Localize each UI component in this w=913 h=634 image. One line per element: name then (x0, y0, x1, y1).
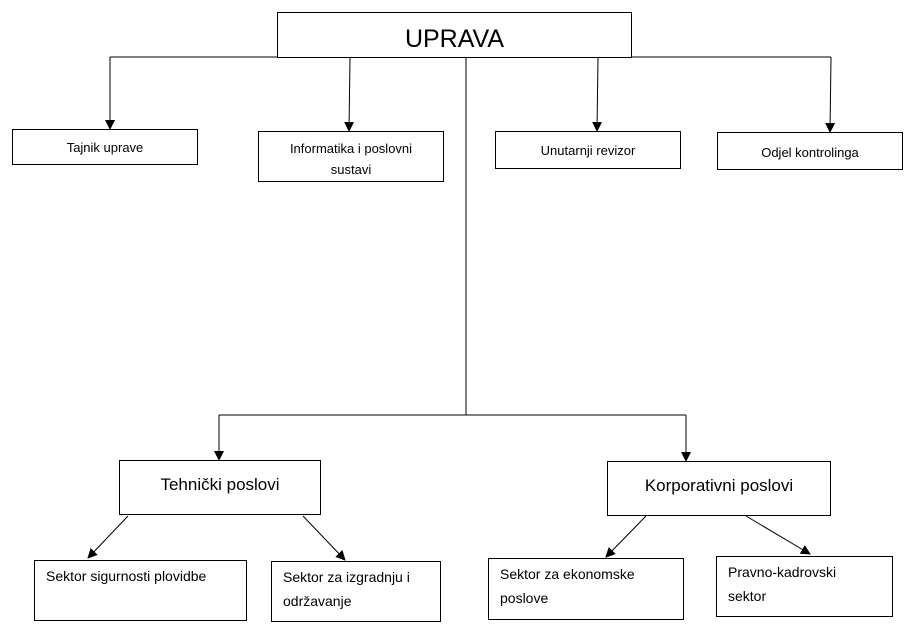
uprava-box: UPRAVA (277, 12, 632, 58)
tehnicki-poslovi-box: Tehnički poslovi (119, 460, 321, 515)
odjel-kontrolinga-box: Odjel kontrolinga (717, 132, 903, 170)
sektor-sigurnosti-label: Sektor sigurnosti plovidbe (46, 568, 207, 584)
tajnik-uprave-label: Tajnik uprave (66, 140, 144, 155)
informatika-label: Informatika i poslovni sustavi (289, 141, 413, 178)
sektor-ekonomske-label: Sektor za ekonomske poslove (500, 566, 635, 606)
korporativni-poslovi-box: Korporativni poslovi (607, 461, 831, 516)
sektor-sigurnosti-box: Sektor sigurnosti plovidbe (34, 560, 247, 621)
unutarnji-revizor-label: Unutarnji revizor (540, 143, 636, 158)
arrow-to-pravno-kadrovski (745, 515, 811, 555)
korporativni-poslovi-label: Korporativni poslovi (644, 476, 794, 495)
tehnicki-poslovi-label: Tehnički poslovi (160, 475, 280, 494)
arrow-to-sektor-sigurnosti (87, 515, 129, 559)
sektor-ekonomske-box: Sektor za ekonomske poslove (488, 558, 684, 620)
sektor-izgradnju-box: Sektor za izgradnju i održavanje (271, 561, 441, 622)
arrow-to-sektor-izgradnju (302, 515, 346, 561)
arrow-to-informatika (344, 56, 355, 132)
pravno-kadrovski-box: Pravno-kadrovski sektor (716, 556, 893, 617)
tajnik-uprave-box: Tajnik uprave (12, 129, 198, 165)
arrow-to-odjel-kontrolinga (825, 56, 836, 133)
uprava-label: UPRAVA (404, 25, 505, 53)
sektor-izgradnju-label: Sektor za izgradnju i održavanje (283, 569, 410, 609)
unutarnji-revizor-box: Unutarnji revizor (495, 131, 681, 169)
arrow-to-sektor-ekonomske (605, 515, 647, 558)
informatika-box: Informatika i poslovni sustavi (258, 131, 444, 182)
odjel-kontrolinga-label: Odjel kontrolinga (761, 145, 859, 160)
pravno-kadrovski-label: Pravno-kadrovski sektor (728, 564, 837, 604)
arrow-to-unutarnji-revizor (592, 56, 603, 132)
